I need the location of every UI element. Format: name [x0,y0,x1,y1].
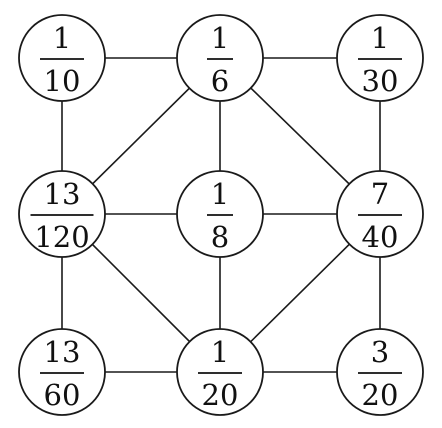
denominator: 40 [362,220,399,254]
node-circle [18,328,106,416]
denominator: 6 [211,64,229,98]
node-bottom-left: 13 60 [18,328,106,416]
node-circle [336,328,424,416]
denominator: 120 [34,220,89,254]
denominator: 10 [44,64,81,98]
denominator: 8 [211,220,229,254]
node-bottom-center: 1 20 [176,328,264,416]
node-circle [336,14,424,102]
node-circle [18,14,106,102]
node-top-right: 1 30 [336,14,424,102]
denominator: 60 [44,378,81,412]
numerator: 1 [211,335,229,369]
numerator: 13 [44,177,81,211]
numerator: 3 [371,335,389,369]
numerator: 1 [53,21,71,55]
node-circle [18,170,106,258]
numerator: 1 [371,21,389,55]
node-circle [176,14,264,102]
numerator: 13 [44,335,81,369]
denominator: 30 [362,64,399,98]
node-circle [176,170,264,258]
node-middle-left: 13 120 [18,170,106,258]
numerator: 7 [371,177,389,211]
denominator: 20 [362,378,399,412]
numerator: 1 [211,21,229,55]
node-circle [336,170,424,258]
node-top-left: 1 10 [18,14,106,102]
node-middle-right: 7 40 [336,170,424,258]
numerator: 1 [211,177,229,211]
node-center: 1 8 [176,170,264,258]
node-bottom-right: 3 20 [336,328,424,416]
denominator: 20 [202,378,239,412]
nodes-layer: 1 10 1 6 1 30 13 120 1 8 [18,14,424,416]
node-circle [176,328,264,416]
node-top-center: 1 6 [176,14,264,102]
